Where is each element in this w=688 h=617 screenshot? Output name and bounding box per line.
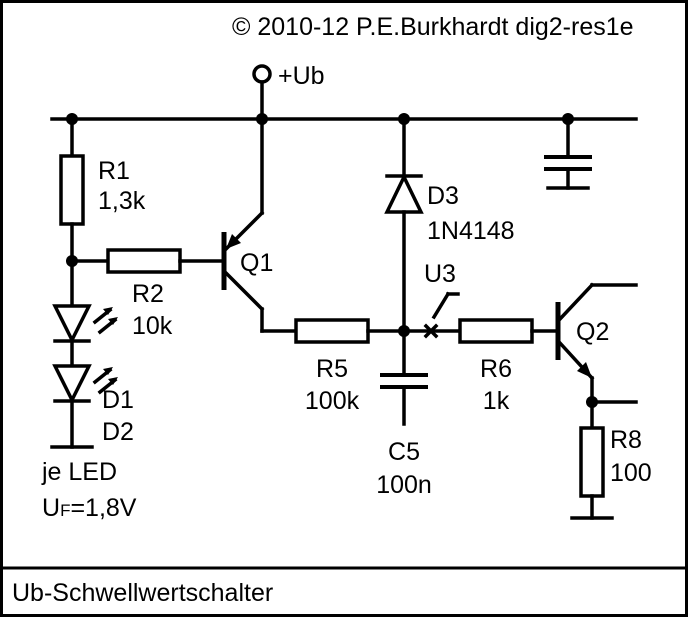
- u3-testpoint: [423, 291, 460, 339]
- c5-name: C5: [388, 438, 420, 466]
- q1-name: Q1: [240, 249, 273, 277]
- q1-transistor: [221, 117, 265, 333]
- copyright-text: © 2010-12 P.E.Burkhardt dig2-res1e: [232, 13, 634, 41]
- r5-resistor: [294, 318, 370, 344]
- r6-value: 1k: [483, 387, 510, 415]
- led-uf: UF=1,8V: [42, 494, 137, 522]
- junction-d3-c5: [398, 325, 410, 337]
- d1-name: D1: [102, 386, 134, 414]
- led-uf-value: =1,8V: [70, 494, 136, 522]
- r5-name: R5: [316, 355, 348, 383]
- r1-name: R1: [98, 157, 130, 185]
- d1-led: [52, 304, 118, 344]
- c5-capacitor: [380, 373, 428, 389]
- supply-terminal: [252, 64, 272, 84]
- r8-resistor: [579, 426, 605, 498]
- c5-value: 100n: [376, 471, 432, 499]
- r1-value: 1,3k: [98, 187, 146, 215]
- r5-value: 100k: [305, 387, 360, 415]
- d3-value: 1N4148: [427, 217, 515, 245]
- r2-name: R2: [132, 280, 164, 308]
- decoupling-capacitor: [544, 155, 592, 171]
- led-uf-main: U: [42, 494, 60, 522]
- q2-name: Q2: [576, 318, 609, 346]
- footer-title: Ub-Schwellwertschalter: [12, 579, 273, 607]
- r1-resistor: [59, 154, 85, 226]
- u3-name: U3: [424, 260, 456, 288]
- d3-name: D3: [427, 182, 459, 210]
- r6-resistor: [458, 318, 534, 344]
- r8-value: 100: [610, 459, 652, 487]
- d2-name: D2: [102, 418, 134, 446]
- r2-resistor: [106, 248, 182, 274]
- led-note: je LED: [41, 458, 117, 486]
- d3-diode: [384, 172, 424, 214]
- led-uf-sub: F: [60, 501, 70, 520]
- supply-label: +Ub: [278, 62, 325, 90]
- r8-name: R8: [610, 426, 642, 454]
- r2-value: 10k: [132, 312, 173, 340]
- r6-name: R6: [480, 355, 512, 383]
